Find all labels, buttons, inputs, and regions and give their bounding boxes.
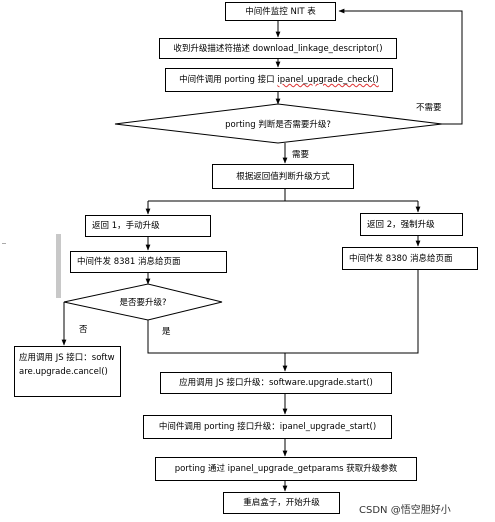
node-js-upgrade-start: 应用调用 JS 接口升级：software.upgrade.start() bbox=[160, 372, 392, 394]
node-monitor-nit-text: 中间件监控 NIT 表 bbox=[245, 6, 316, 17]
node-manual-upgrade: 返回 1，手动升级 bbox=[85, 215, 211, 237]
node-porting-upgrade-start: 中间件调用 porting 接口升级：ipanel_upgrade_start(… bbox=[143, 415, 392, 439]
node-send-8380: 中间件发 8380 消息给页面 bbox=[342, 247, 478, 270]
node-judge-mode: 根据返回值判断升级方式 bbox=[212, 164, 354, 189]
node-porting-upgrade-start-text: 中间件调用 porting 接口升级：ipanel_upgrade_start(… bbox=[158, 422, 377, 432]
node-receive-descriptor-text: 收到升级描述符描述 download_linkage_descriptor() bbox=[173, 43, 383, 54]
decision-diamond-confirm-upgrade bbox=[63, 283, 223, 321]
node-call-upgrade-check: 中间件调用 porting 接口 ipanel_upgrade_check() bbox=[165, 68, 393, 92]
node-get-params-text: porting 通过 ipanel_upgrade_getparams 获取升级… bbox=[174, 464, 398, 474]
node-js-upgrade-start-text: 应用调用 JS 接口升级：software.upgrade.start() bbox=[179, 378, 373, 388]
node-cancel-upgrade-text: 应用调用 JS 接口：software.upgrade.cancel() bbox=[19, 353, 115, 377]
node-forced-upgrade: 返回 2，强制升级 bbox=[360, 213, 463, 236]
line-n8-merge bbox=[285, 270, 419, 354]
scan-margin-line bbox=[56, 234, 61, 298]
node-forced-upgrade-text: 返回 2，强制升级 bbox=[367, 219, 435, 230]
node-send-8381: 中间件发 8381 消息给页面 bbox=[70, 251, 227, 273]
watermark: CSDN @悟空胆好小 bbox=[359, 505, 451, 516]
node-receive-descriptor: 收到升级描述符描述 download_linkage_descriptor() bbox=[159, 38, 397, 59]
scan-margin-tick bbox=[2, 243, 6, 244]
node-monitor-nit: 中间件监控 NIT 表 bbox=[225, 2, 336, 21]
arrow-d1-loop-back bbox=[338, 8, 463, 125]
node-reboot-text: 重启盒子，开始升级 bbox=[243, 498, 320, 508]
decision-diamond-need-upgrade bbox=[114, 103, 443, 144]
decision-need-upgrade-text: porting 判断是否需要升级? bbox=[225, 120, 331, 130]
label-need: 需要 bbox=[292, 150, 310, 160]
label-no-need: 不需要 bbox=[416, 103, 442, 113]
decision-confirm-upgrade-text: 是否要升级? bbox=[119, 298, 167, 308]
label-no: 否 bbox=[79, 325, 88, 335]
node-call-upgrade-check-prefix: 中间件调用 porting 接口 bbox=[179, 75, 278, 85]
node-send-8380-text: 中间件发 8380 消息给页面 bbox=[349, 253, 453, 264]
line-d2-yes bbox=[147, 320, 285, 354]
node-call-upgrade-check-fn: ipanel_upgrade_check() bbox=[277, 75, 379, 85]
node-send-8381-text: 中间件发 8381 消息给页面 bbox=[77, 257, 181, 267]
node-judge-mode-text: 根据返回值判断升级方式 bbox=[236, 171, 330, 182]
node-get-params: porting 通过 ipanel_upgrade_getparams 获取升级… bbox=[155, 457, 417, 481]
node-manual-upgrade-text: 返回 1，手动升级 bbox=[92, 221, 160, 231]
node-reboot: 重启盒子，开始升级 bbox=[223, 492, 340, 514]
label-yes: 是 bbox=[162, 327, 171, 337]
node-cancel-upgrade: 应用调用 JS 接口：software.upgrade.cancel() bbox=[14, 346, 121, 397]
